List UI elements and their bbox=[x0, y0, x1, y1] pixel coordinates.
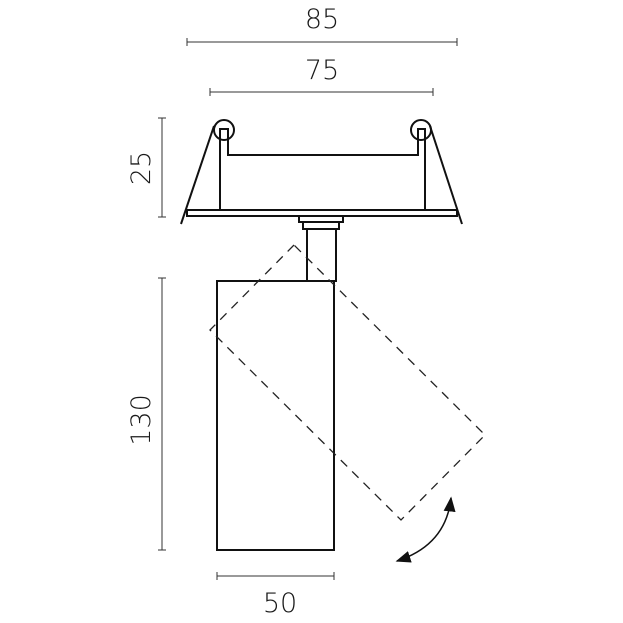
dim-label-25: 25 bbox=[126, 151, 157, 185]
dim-line-25 bbox=[158, 117, 166, 218]
tilted-body-outline bbox=[209, 244, 486, 521]
spring-clip-right bbox=[410, 119, 432, 141]
dim-line-50 bbox=[216, 572, 335, 580]
dim-line-85 bbox=[186, 38, 458, 46]
dim-line-75 bbox=[209, 88, 434, 96]
dim-line-130 bbox=[158, 277, 166, 551]
dim-label-75: 75 bbox=[305, 55, 339, 86]
spotlight-body bbox=[216, 280, 335, 551]
spring-clip-left bbox=[213, 119, 235, 141]
dim-label-130: 130 bbox=[126, 394, 157, 446]
rotation-arrow-icon bbox=[395, 496, 456, 563]
dim-label-50: 50 bbox=[263, 588, 297, 619]
recess-housing bbox=[180, 119, 463, 282]
dim-label-85: 85 bbox=[305, 4, 339, 35]
